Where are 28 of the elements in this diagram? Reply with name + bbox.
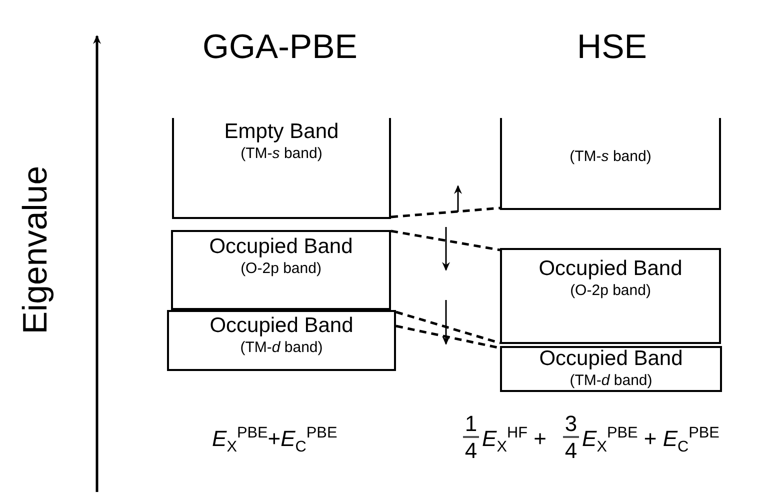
band-label: (TM-s band) [570,148,652,166]
band-box [171,230,391,310]
column-title: HSE [577,28,647,67]
band-name: Occupied Band [210,315,354,337]
formula: E$_{X}$$^{HF}$ + [482,425,546,457]
band-label: (O-2p band) [240,260,322,278]
open-band-box [172,118,391,219]
band-box [500,248,721,344]
fraction-digit: 1 [464,413,478,435]
dashed-connector [396,310,500,344]
band-name: Occupied Band [209,236,353,258]
band-label: (TM-d band) [240,339,323,357]
fraction-digit: 4 [464,440,478,462]
axis-label: Eigenvalue [16,166,56,334]
band-box [167,310,396,371]
band-label: (TM-d band) [570,372,652,390]
dashed-connector [390,206,500,218]
band-name: Empty Band [224,121,339,143]
column-title: GGA-PBE [202,28,358,67]
band-box [500,346,722,392]
open-band-box [500,118,721,210]
band-name: Occupied Band [538,258,682,280]
fraction-digit: 4 [564,440,578,462]
band-label: (O-2p band) [570,282,651,300]
band-name: Occupied Band [539,348,683,370]
band-label: (TM-s band) [240,145,322,163]
dashed-connector [390,230,500,252]
fraction-digit: 3 [564,413,578,435]
